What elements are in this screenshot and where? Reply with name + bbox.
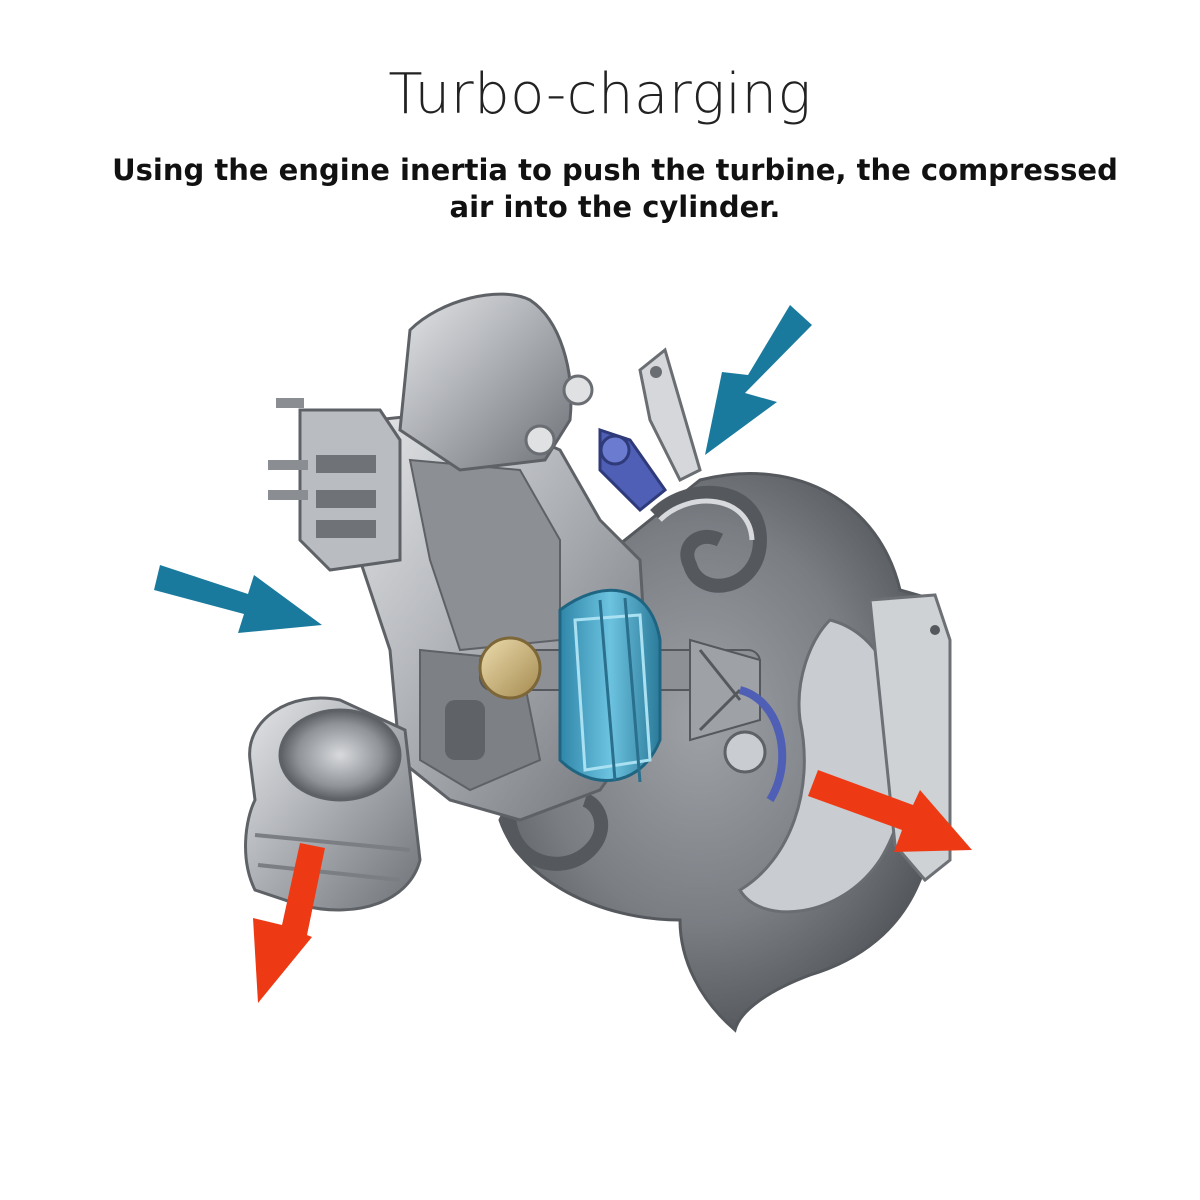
exhaust-arrow-right: [808, 770, 972, 852]
outlet-pipe: [244, 696, 422, 912]
intake-arrow-left: [154, 565, 322, 633]
page-title: Turbo-charging: [388, 62, 812, 127]
intake-arrow-top: [705, 305, 812, 455]
rotor-assembly: [478, 588, 787, 803]
outflow-arrow-bottom-left: [253, 843, 325, 1003]
actuator-assembly: [268, 292, 702, 572]
page-subtitle: Using the engine inertia to push the tur…: [112, 153, 1118, 224]
